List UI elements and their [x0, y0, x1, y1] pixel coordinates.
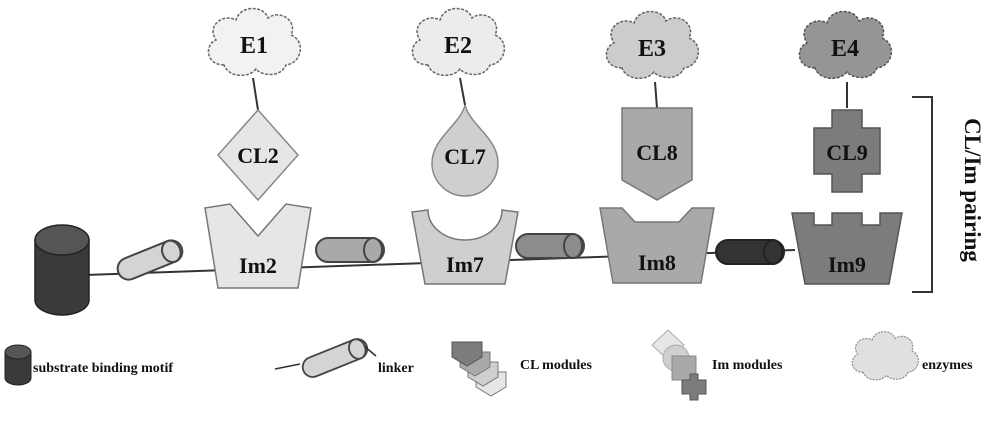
legend-enzymes-label: enzymes: [922, 358, 973, 373]
legend-substrate-label: substrate binding motif: [33, 361, 173, 376]
legend-im-icon: [652, 330, 706, 400]
cl-label-cl7: CL7: [444, 144, 486, 169]
substrate-drum-top: [35, 225, 89, 255]
cl-module-cl7: CL7: [432, 105, 498, 196]
cl-label-cl9: CL9: [826, 140, 868, 165]
legend-linker-icon: [300, 336, 371, 380]
cl-module-cl8: CL8: [622, 108, 692, 200]
legend-im-label: Im modules: [712, 358, 783, 373]
linker-2: [316, 238, 384, 262]
cl-label-cl2: CL2: [237, 143, 279, 168]
connector-e1: [253, 78, 258, 110]
cl-module-cl2: CL2: [218, 110, 298, 200]
enzyme-label-e1: E1: [240, 33, 268, 59]
im-label-im2: Im2: [239, 253, 277, 278]
enzyme-label-e2: E2: [444, 33, 472, 59]
pairing-label: CL/Im pairing: [960, 118, 985, 262]
substrate-binding-motif: [35, 225, 89, 315]
legend-substrate-icon: [5, 345, 31, 385]
enzyme-label-e4: E4: [831, 36, 859, 62]
connector-e3: [655, 82, 657, 108]
im-module-im2: Im2: [205, 204, 311, 288]
im-module-im9: Im9: [792, 213, 902, 284]
enzyme-e2: E2: [412, 8, 504, 75]
legend: substrate binding motif linker CL module…: [5, 330, 973, 400]
linker-3: [516, 234, 584, 258]
legend-enzyme-icon: [852, 332, 918, 380]
pairing-bracket: [912, 97, 932, 292]
im-module-im8: Im8: [600, 208, 714, 283]
im-module-im7: Im7: [412, 210, 518, 284]
legend-cl-label: CL modules: [520, 358, 593, 373]
linker-1: [114, 237, 185, 283]
connector-e2: [460, 78, 465, 105]
im-label-im8: Im8: [638, 250, 676, 275]
linker-4: [716, 240, 784, 264]
cl-label-cl8: CL8: [636, 140, 678, 165]
legend-linker-line: [275, 364, 300, 369]
legend-linker-label: linker: [378, 361, 414, 376]
enzyme-e4: E4: [799, 11, 891, 78]
cl-module-cl9: CL9: [814, 110, 880, 192]
enzyme-e1: E1: [208, 8, 300, 75]
im-label-im9: Im9: [828, 252, 866, 277]
enzyme-e3: E3: [606, 11, 698, 78]
im-label-im7: Im7: [446, 252, 484, 277]
enzyme-label-e3: E3: [638, 36, 666, 62]
legend-cl-icon: [452, 342, 506, 396]
